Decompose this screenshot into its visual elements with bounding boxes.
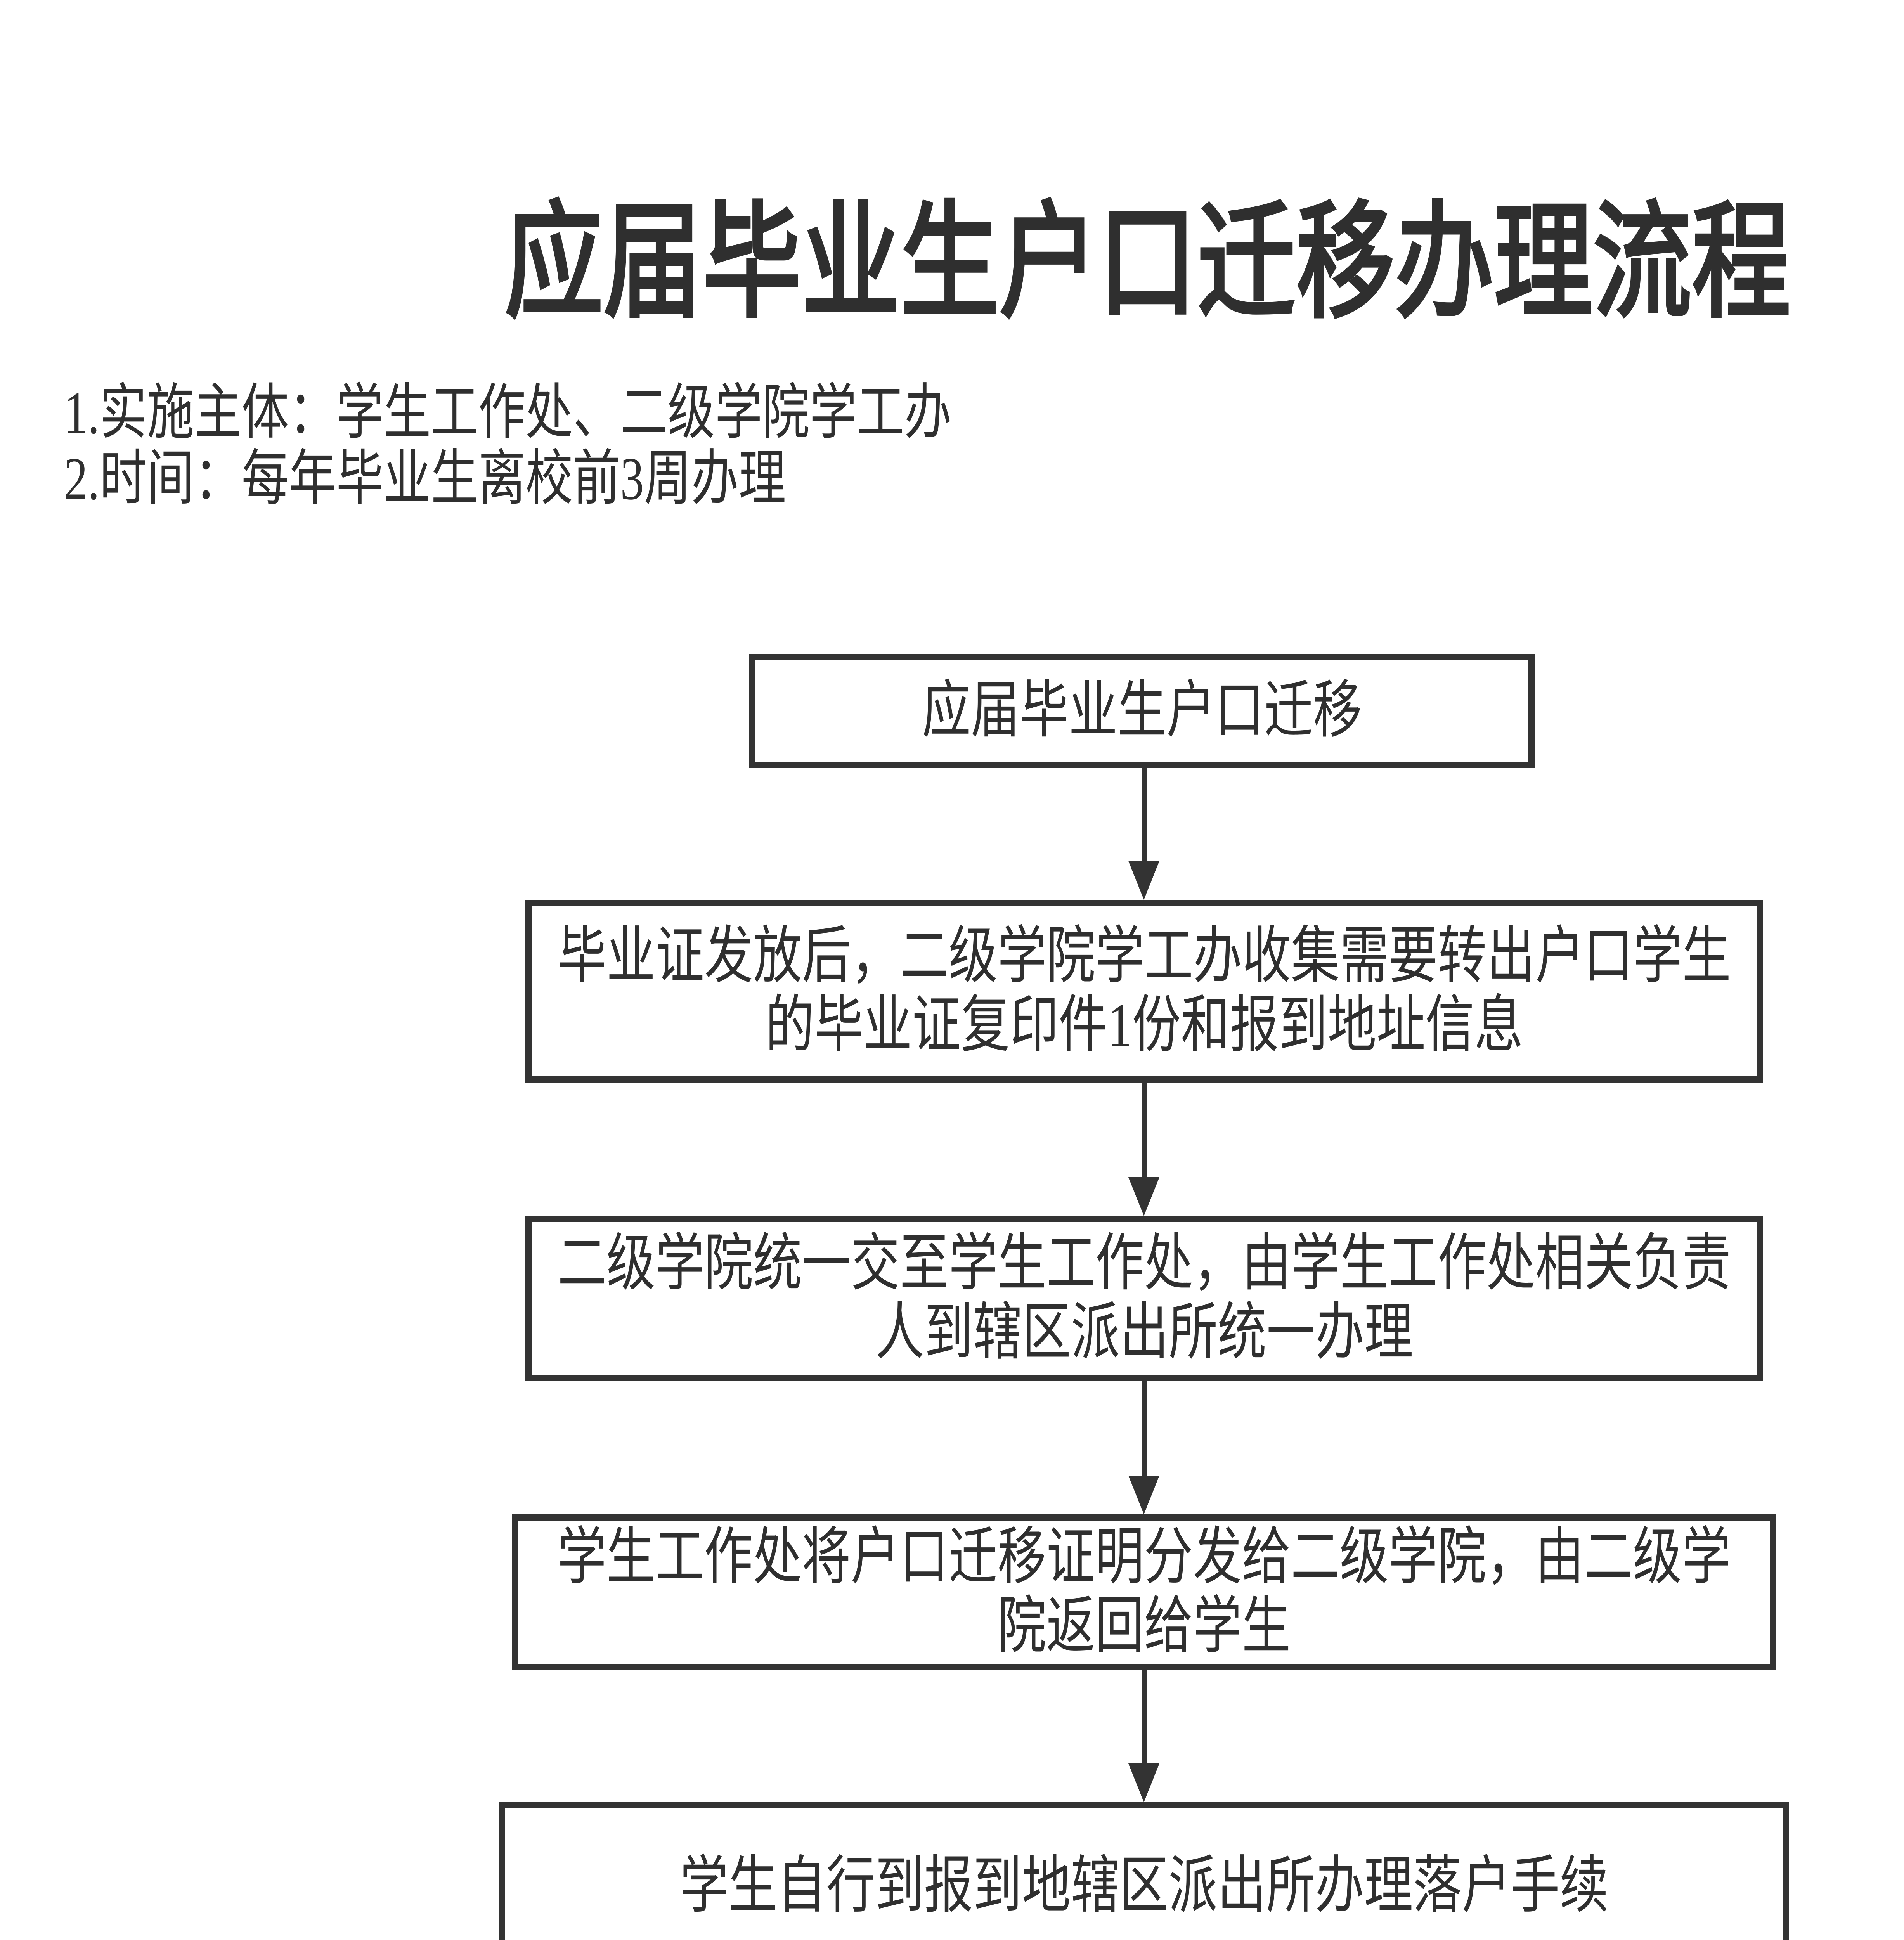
flow-node-start: 应届毕业生户口迁移	[749, 654, 1535, 768]
flow-arrow-4	[1128, 1670, 1159, 1802]
flow-node-step-4: 学生工作处将户口迁移证明分发给二级学院，由二级学 院返回给学生	[512, 1514, 1776, 1670]
arrow-stem	[1141, 1670, 1147, 1763]
flow-node-step-2: 毕业证发放后，二级学院学工办收集需要转出户口学生 的毕业证复印件1份和报到地址信…	[525, 900, 1763, 1083]
note-line-1: 1.实施主体：学生工作处、二级学院学工办	[64, 379, 952, 447]
arrow-stem	[1141, 768, 1147, 861]
flow-node-text: 应届毕业生户口迁移	[922, 676, 1362, 746]
page-title: 应届毕业生户口迁移办理流程	[504, 194, 1791, 334]
flow-arrow-2	[1128, 1083, 1159, 1216]
flow-node-text: 的毕业证复印件1份和报到地址信息	[765, 991, 1523, 1060]
note-line-2: 2.时间：每年毕业生离校前3周办理	[64, 445, 786, 513]
flow-arrow-1	[1128, 768, 1159, 900]
arrow-down-icon	[1128, 1476, 1159, 1514]
flow-node-text: 毕业证发放后，二级学院学工办收集需要转出户口学生	[558, 922, 1731, 991]
arrow-stem	[1141, 1381, 1147, 1476]
arrow-stem	[1141, 1083, 1147, 1177]
flow-node-text: 人到辖区派出所统一办理	[875, 1298, 1413, 1367]
flow-arrow-3	[1128, 1381, 1159, 1514]
arrow-down-icon	[1128, 1763, 1159, 1802]
arrow-down-icon	[1128, 861, 1159, 900]
flow-node-text: 二级学院统一交至学生工作处，由学生工作处相关负责	[558, 1229, 1731, 1298]
flow-node-end: 学生自行到报到地辖区派出所办理落户手续	[499, 1802, 1789, 1940]
arrow-down-icon	[1128, 1177, 1159, 1216]
flow-node-step-3: 二级学院统一交至学生工作处，由学生工作处相关负责 人到辖区派出所统一办理	[525, 1216, 1763, 1381]
notes: 1.实施主体：学生工作处、二级学院学工办 2.时间：每年毕业生离校前3周办理	[64, 379, 952, 513]
flow-node-text: 院返回给学生	[997, 1592, 1291, 1661]
flow-node-text: 学生自行到报到地辖区派出所办理落户手续	[679, 1852, 1609, 1921]
flow-node-text: 学生工作处将户口迁移证明分发给二级学院，由二级学	[557, 1523, 1731, 1592]
